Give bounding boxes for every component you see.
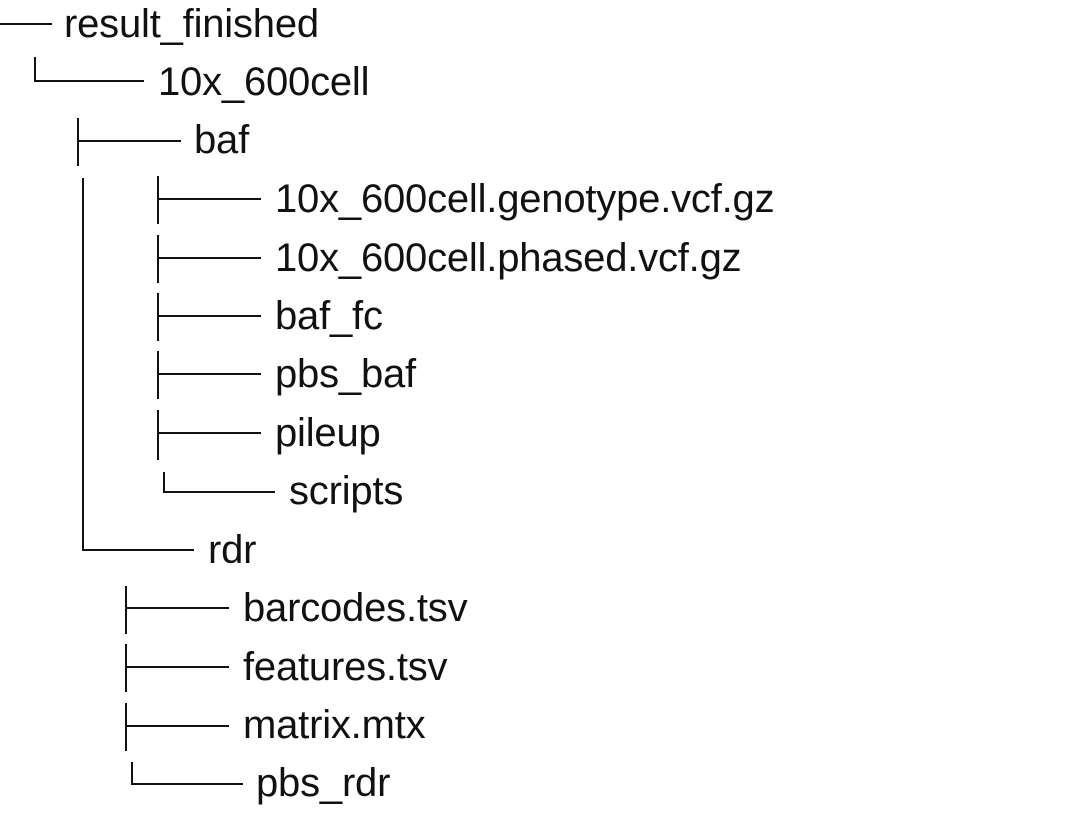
rdr-connector-horizontal: [82, 549, 194, 551]
baf-child-3-vertical: [157, 293, 159, 341]
baf-child-4-vertical: [157, 351, 159, 399]
tree-node-features: features.tsv: [243, 645, 448, 689]
tree-node-pbs-baf: pbs_baf: [275, 352, 416, 396]
tree-node-baf-fc: baf_fc: [275, 294, 383, 338]
baf-child-6-horizontal: [163, 491, 275, 493]
baf-child-1-horizontal: [157, 198, 261, 200]
tree-node-scripts: scripts: [289, 469, 404, 513]
baf-child-3-horizontal: [157, 315, 261, 317]
baf-child-2-horizontal: [157, 257, 261, 259]
rdr-child-2-horizontal: [125, 666, 229, 668]
tree-node-rdr: rdr: [208, 528, 257, 572]
root-connector: [0, 23, 52, 25]
tree-node-matrix: matrix.mtx: [243, 703, 426, 747]
baf-child-2-vertical: [157, 235, 159, 283]
baf-child-4-horizontal: [157, 373, 261, 375]
tree-node-baf: baf: [194, 118, 250, 162]
baf-child-1-vertical: [157, 176, 159, 224]
baf-connector-horizontal: [77, 140, 181, 142]
baf-level-guide: [82, 178, 84, 550]
baf-child-5-horizontal: [157, 432, 261, 434]
rdr-child-2-vertical: [125, 644, 127, 692]
tree-node-pbs-rdr: pbs_rdr: [256, 761, 391, 805]
rdr-child-1-horizontal: [125, 607, 229, 609]
rdr-child-3-vertical: [125, 703, 127, 751]
tree-node-sample: 10x_600cell: [158, 60, 370, 104]
rdr-child-3-horizontal: [125, 725, 229, 727]
sample-connector-horizontal: [34, 80, 144, 82]
tree-node-baf-genotype-vcf: 10x_600cell.genotype.vcf.gz: [275, 177, 775, 221]
tree-node-baf-phased-vcf: 10x_600cell.phased.vcf.gz: [275, 236, 742, 280]
sample-connector-vertical: [34, 57, 36, 81]
baf-child-6-vertical: [163, 472, 165, 492]
rdr-child-4-horizontal: [131, 783, 243, 785]
baf-connector-vertical: [77, 118, 79, 166]
tree-node-pileup: pileup: [275, 411, 381, 455]
tree-node-barcodes: barcodes.tsv: [243, 586, 468, 630]
rdr-child-1-vertical: [125, 586, 127, 634]
baf-child-5-vertical: [157, 410, 159, 460]
tree-node-root: result_finished: [64, 2, 319, 46]
rdr-child-4-vertical: [131, 762, 133, 784]
